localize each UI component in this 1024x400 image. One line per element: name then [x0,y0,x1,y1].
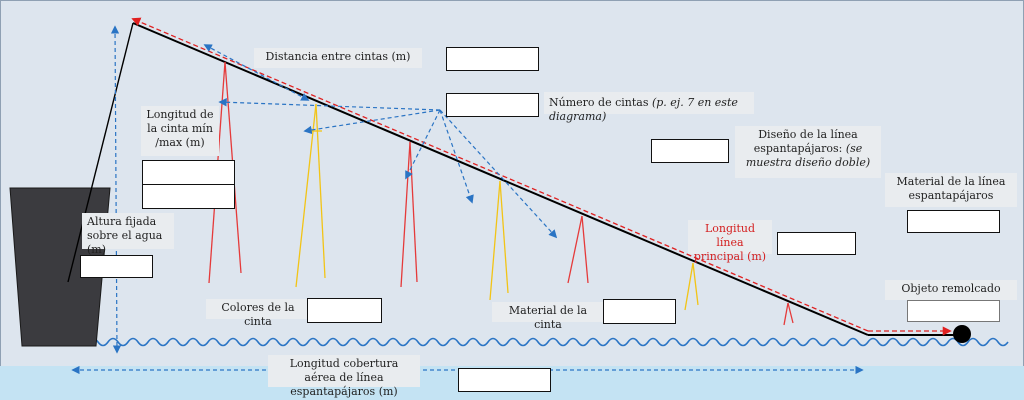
input-aerial-coverage[interactable] [458,368,551,392]
towed-object-buoy [953,325,971,343]
input-streamer-length-max[interactable] [142,184,235,209]
input-attachment-height[interactable] [80,255,153,278]
input-streamer-material[interactable] [603,299,676,324]
line-design-note: (se muestra diseño doble) [745,142,871,169]
input-line-design[interactable] [651,139,729,163]
label-distance-between-streamers: Distancia entre cintas (m) [254,48,422,68]
count-arrow-5 [439,109,558,239]
count-arrow-1 [218,98,441,111]
label-line-design: Diseño de la línea espantapájaros: (se m… [735,126,881,178]
label-streamer-length: Longitud de la cinta mín /max (m) [141,106,219,156]
label-line-material: Material de la línea espantapájaros [885,173,1017,207]
count-arrow-2 [303,109,441,135]
count-arrow-4 [439,109,474,204]
streamer-6 [684,262,699,311]
streamer-3 [400,141,418,288]
input-streamer-length-min[interactable] [142,160,235,185]
label-streamer-material: Material de la cinta [492,302,604,331]
label-aerial-coverage: Longitud cobertura aérea de línea espant… [268,355,420,398]
input-line-material[interactable] [907,210,1000,233]
streamer-4 [489,180,509,301]
tori-pole [67,22,134,283]
distance-arrow [203,44,310,101]
number-of-streamers-note: (p. ej. 7 en este diagrama) [549,96,738,123]
line-design-text: Diseño de la línea espantapájaros: [753,128,858,155]
label-main-line-length: Longitud línea principal (m) [688,220,772,263]
count-arrow-3 [405,109,441,180]
input-towed-object[interactable] [907,300,1000,322]
input-distance-between-streamers[interactable] [446,47,539,71]
label-number-of-streamers: Número de cintas (p. ej. 7 en este diagr… [544,92,754,123]
streamer-7 [783,302,794,326]
label-streamer-colors: Colores de la cinta [206,299,310,328]
input-streamer-colors[interactable] [307,298,382,323]
streamer-5 [567,215,589,284]
input-number-of-streamers[interactable] [446,93,539,117]
number-of-streamers-text: Número de cintas [549,96,649,109]
sea-surface-wave [67,337,1009,347]
streamer-2 [295,103,326,288]
input-main-line-length[interactable] [777,232,856,255]
label-towed-object: Objeto remolcado [885,280,1017,300]
height-arrow [110,25,122,354]
label-attachment-height: Altura fijada sobre el agua (m) [82,213,174,256]
